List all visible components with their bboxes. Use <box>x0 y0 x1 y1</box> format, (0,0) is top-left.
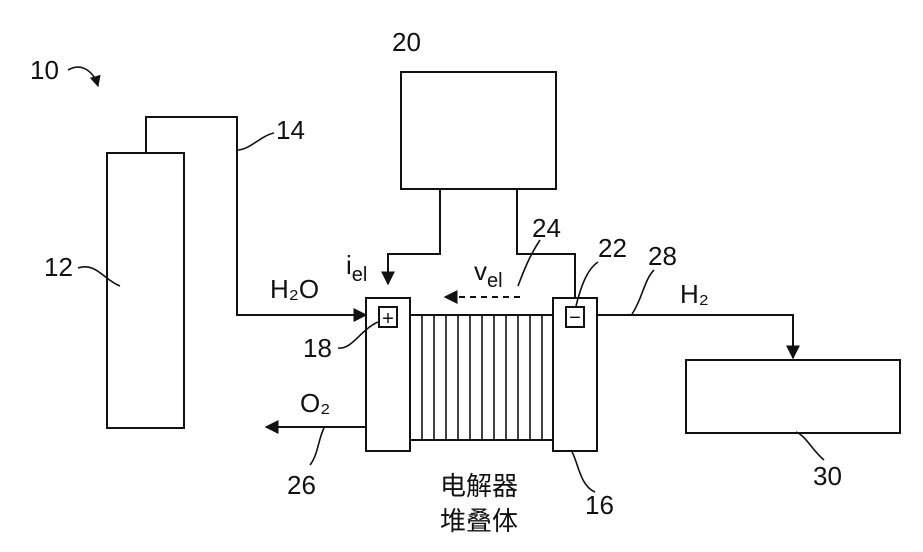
leader-26 <box>310 428 324 465</box>
hydrogen-line <box>597 315 793 358</box>
voltage-sense-line <box>517 189 575 298</box>
water-label: H₂O <box>270 274 319 304</box>
leader-16 <box>572 452 595 492</box>
ref-label-storage: 30 <box>813 461 842 491</box>
oxygen-label: O₂ <box>300 388 330 418</box>
ref-label-voltage-line: 24 <box>532 213 561 243</box>
positive-terminal-symbol: + <box>382 308 394 330</box>
stack-caption-line1: 电解器 <box>440 472 518 502</box>
ref-label-water-line: 14 <box>276 115 305 145</box>
leader-24 <box>518 240 540 286</box>
ref-label-system: 10 <box>30 55 59 85</box>
water-tank <box>107 153 184 428</box>
electrolyzer-stack: + − <box>366 298 597 451</box>
leader-30 <box>796 432 824 460</box>
current-line <box>388 189 440 284</box>
negative-terminal-symbol: − <box>569 307 581 329</box>
leader-28 <box>632 270 654 314</box>
ref-label-stack: 16 <box>585 490 614 520</box>
voltage-label: vel <box>474 256 503 292</box>
power-supply-box <box>401 72 556 189</box>
stack-cells <box>422 315 542 440</box>
ref-label-oxygen-outlet: 26 <box>287 470 316 500</box>
hydrogen-label: H₂ <box>680 279 709 309</box>
leader-10 <box>68 67 98 86</box>
ref-label-tank: 12 <box>44 252 73 282</box>
ref-label-power-supply: 20 <box>392 27 421 57</box>
leader-14 <box>237 133 274 150</box>
ref-label-anode: 18 <box>303 333 332 363</box>
current-label: iel <box>346 250 367 286</box>
ref-label-hydrogen-line: 28 <box>648 241 677 271</box>
hydrogen-storage-box <box>686 360 900 433</box>
ref-label-cathode: 22 <box>598 233 627 263</box>
stack-caption-line2: 堆叠体 <box>440 507 518 537</box>
